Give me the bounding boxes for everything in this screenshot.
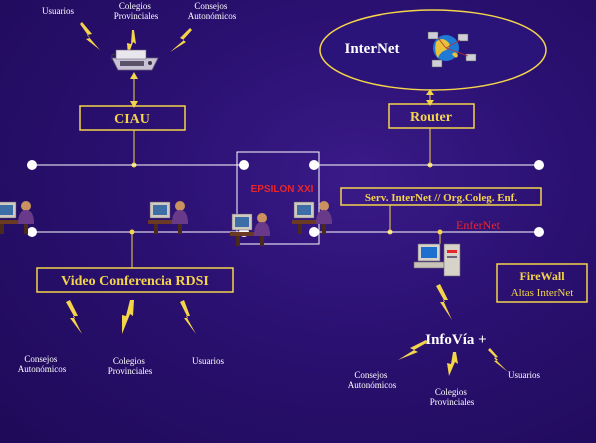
serv-internet-box bbox=[340, 187, 542, 206]
top-label-consejos-line1: Consejos bbox=[194, 1, 228, 11]
epsilon-xxi-label: EPSILON XXI bbox=[251, 184, 314, 195]
bus-terminal bbox=[27, 227, 37, 237]
ciau-label: CIAU bbox=[114, 112, 150, 127]
lightning-bolt-icon bbox=[436, 284, 452, 320]
bus-terminal bbox=[27, 160, 37, 170]
enfernet-label: EnferNet bbox=[456, 218, 501, 232]
bottom-right-label-colegios: Colegios Provinciales bbox=[430, 387, 475, 407]
firewall-subtitle: Altas InterNet bbox=[511, 287, 574, 299]
bottom-right-label-consejos: Consejos Autonómicos bbox=[348, 370, 397, 390]
lightning-bolt-icon bbox=[488, 348, 508, 372]
top-label-consejos-line2: Autonómicos bbox=[188, 11, 237, 21]
lightning-bolt-icon bbox=[447, 352, 458, 376]
bottom-right-label-usuarios: Usuarios bbox=[508, 370, 540, 380]
globe-network-icon bbox=[427, 31, 477, 68]
server-computer-icon bbox=[413, 243, 461, 277]
video-conferencia-label: Video Conferencia RDSI bbox=[61, 274, 209, 289]
bl-consejos-line1: Consejos bbox=[24, 354, 58, 364]
top-label-colegios: Colegios Provinciales bbox=[114, 1, 159, 21]
router-label: Router bbox=[410, 110, 452, 125]
bl-consejos-line2: Autonómicos bbox=[18, 364, 67, 374]
epsilon-xxi-box bbox=[236, 151, 320, 245]
lightning-bolt-icon bbox=[122, 300, 134, 334]
top-label-colegios-line2: Provinciales bbox=[114, 11, 159, 21]
internet-cloud bbox=[319, 9, 547, 91]
ciau-box bbox=[79, 105, 186, 131]
internet-label: InterNet bbox=[345, 41, 400, 57]
br-colegios-line2: Provinciales bbox=[430, 397, 475, 407]
video-conferencia-box bbox=[36, 267, 234, 293]
bus-terminal bbox=[534, 227, 544, 237]
lightning-bolt-icon bbox=[170, 28, 192, 52]
fax-machine-icon bbox=[110, 49, 159, 71]
br-consejos-line1: Consejos bbox=[354, 370, 388, 380]
lightning-bolt-icon bbox=[66, 300, 82, 334]
bl-colegios-line2: Provinciales bbox=[108, 366, 153, 376]
bottom-left-label-consejos: Consejos Autonómicos bbox=[18, 354, 67, 374]
top-label-colegios-line1: Colegios bbox=[119, 1, 151, 11]
br-consejos-line2: Autonómicos bbox=[348, 380, 397, 390]
lightning-bolt-icon bbox=[80, 22, 100, 50]
infovia-label: InfoVía + bbox=[425, 332, 486, 348]
top-label-consejos: Consejos Autonómicos bbox=[188, 1, 237, 21]
bl-colegios-line1: Colegios bbox=[113, 356, 145, 366]
bottom-left-label-colegios: Colegios Provinciales bbox=[108, 356, 153, 376]
bus-terminal bbox=[534, 160, 544, 170]
router-box bbox=[388, 103, 475, 129]
lightning-bolt-icon bbox=[127, 30, 136, 56]
firewall-box bbox=[496, 263, 588, 303]
top-label-usuarios: Usuarios bbox=[42, 6, 74, 16]
bottom-left-label-usuarios: Usuarios bbox=[192, 356, 224, 366]
firewall-title: FireWall bbox=[519, 269, 565, 283]
workstation-user-icon bbox=[147, 200, 189, 235]
lightning-bolt-icon bbox=[398, 340, 428, 360]
lightning-bolt-icon bbox=[180, 300, 196, 334]
workstation-user-icon bbox=[229, 212, 271, 247]
serv-internet-label: Serv. InterNet // Org.Coleg. Enf. bbox=[365, 192, 517, 204]
br-colegios-line1: Colegios bbox=[435, 387, 467, 397]
